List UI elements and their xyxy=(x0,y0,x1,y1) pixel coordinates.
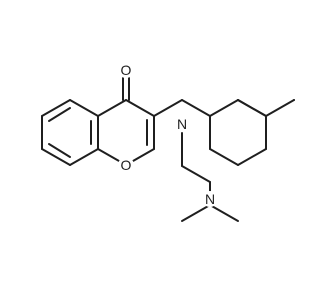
amine-nitrogen: N xyxy=(174,116,190,132)
dimethylaminoethyl-chain xyxy=(181,132,239,222)
svg-text:O: O xyxy=(121,62,132,78)
phenyl-ring xyxy=(209,99,267,166)
dimethylamino-nitrogen: N xyxy=(202,191,218,207)
svg-text:O: O xyxy=(121,157,132,173)
carbonyl-oxygen: O xyxy=(118,62,134,78)
svg-text:N: N xyxy=(205,191,215,207)
ring-oxygen: O xyxy=(118,157,134,173)
benzo-ring xyxy=(41,99,99,166)
methylene-linker xyxy=(153,99,211,117)
molecule-diagram: O O N N xyxy=(41,62,295,222)
pyranone-ring xyxy=(97,77,155,166)
svg-text:N: N xyxy=(177,116,187,132)
